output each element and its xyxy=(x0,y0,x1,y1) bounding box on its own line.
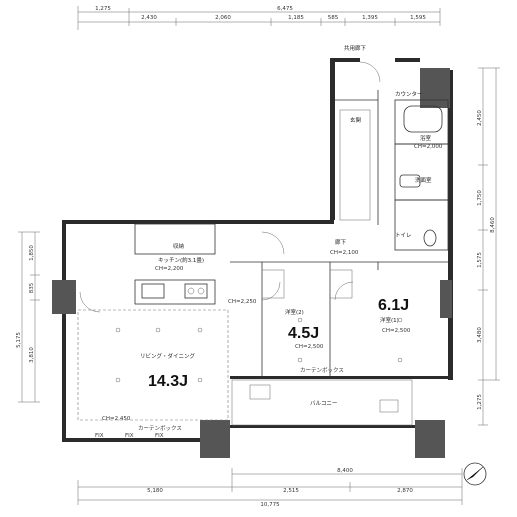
ldk-beam-ch: CH=2,250 xyxy=(228,299,257,305)
ldk-size: 14.3J xyxy=(148,373,188,390)
outer-walls xyxy=(62,58,453,442)
closet-label: 収納 xyxy=(173,242,185,250)
western2-door-swing xyxy=(261,281,281,301)
dim-bottom-2: 2,515 xyxy=(283,488,299,494)
dim-bottom-1: 5,180 xyxy=(147,488,163,494)
dim-right-2: 1,750 xyxy=(477,190,483,206)
dim-left-b: 835 xyxy=(29,282,35,293)
dim-right-bottom: 1,275 xyxy=(477,394,483,410)
toilet-icon xyxy=(423,229,437,247)
ac-outdoor-unit-2-icon xyxy=(379,399,399,413)
western1-ch: CH=2,500 xyxy=(382,328,411,334)
dim-bottom-total: 10,775 xyxy=(260,502,280,508)
north-arrow-icon xyxy=(463,462,487,486)
dim-left-a: 1,850 xyxy=(29,245,35,261)
kitchen-sink-icon xyxy=(141,283,165,299)
fixtures xyxy=(79,61,443,413)
bathtub-icon xyxy=(403,105,443,133)
entrance-door-swing xyxy=(359,61,381,83)
dim-right-3: 1,575 xyxy=(477,252,483,268)
dim-right-total: 8,460 xyxy=(490,217,496,233)
dim-right-4: 3,480 xyxy=(477,327,483,343)
interior-walls xyxy=(77,90,449,426)
dim-top-5: 1,395 xyxy=(362,15,378,21)
western1-label: 洋室(1) xyxy=(380,316,399,324)
western2-ch: CH=2,500 xyxy=(295,344,324,350)
kitchen-label: キッチン(約3.1畳) xyxy=(158,256,204,264)
dimension-lines: 1,275 6,475 2,430 2,060 1,185 585 1,395 … xyxy=(16,6,500,508)
fix-label-1: FIX xyxy=(95,433,104,439)
western1-door-swing xyxy=(334,281,354,301)
dim-bottom-3: 2,870 xyxy=(397,488,413,494)
entrance-label: 玄関 xyxy=(350,116,362,124)
alcove-label: 共用廊下 xyxy=(344,44,367,52)
dim-top-left-edge: 1,275 xyxy=(95,6,111,12)
dim-left-d: 3,810 xyxy=(29,347,35,363)
dim-top-1: 2,430 xyxy=(141,15,157,21)
kitchen-ch: CH=2,200 xyxy=(155,266,184,272)
fix-label-2: FIX xyxy=(125,433,134,439)
closet-shoes xyxy=(339,109,371,221)
western2-size: 4.5J xyxy=(288,325,319,342)
corridor-door-swing xyxy=(261,231,285,255)
dim-top-4: 585 xyxy=(328,15,339,21)
counter-label: カウンター xyxy=(395,90,423,98)
ldk-ch: CH=2,450 xyxy=(102,416,131,422)
corridor-ch: CH=2,100 xyxy=(330,250,359,256)
balcony-label: バルコニー xyxy=(310,400,337,407)
curtain-box-2: カーテンボックス xyxy=(138,424,182,432)
bath-label: 浴室 xyxy=(420,134,432,142)
dim-right-1: 2,450 xyxy=(477,110,483,126)
dim-top-6: 1,595 xyxy=(410,15,426,21)
western2-label: 洋室(2) xyxy=(285,308,304,316)
dim-bottom-partial: 8,400 xyxy=(337,468,353,474)
ldk-label: リビング・ダイニング xyxy=(140,352,196,360)
bath-ch: CH=2,000 xyxy=(414,144,443,150)
dim-top-total: 6,475 xyxy=(277,6,293,12)
dim-top-2: 2,060 xyxy=(215,15,231,21)
ac-outdoor-unit-icon xyxy=(249,384,271,400)
stove-icon xyxy=(184,283,208,299)
washbasin-icon xyxy=(399,174,421,188)
curtain-box-1: カーテンボックス xyxy=(300,366,344,374)
dim-top-3: 1,185 xyxy=(288,15,304,21)
pillars xyxy=(52,68,452,458)
room-labels: 共用廊下 カウンター 玄関 浴室 CH=2,000 洗面室 トイレ 廊下 CH=… xyxy=(95,44,443,439)
dim-left-c: 5,175 xyxy=(16,332,22,348)
toilet-label: トイレ xyxy=(395,233,412,239)
fix-label-3: FIX xyxy=(155,433,164,439)
washroom-label: 洗面室 xyxy=(415,176,432,184)
ldk-door-swing xyxy=(79,291,101,313)
western1-size: 6.1J xyxy=(378,297,409,314)
corridor-label: 廊下 xyxy=(335,238,347,246)
